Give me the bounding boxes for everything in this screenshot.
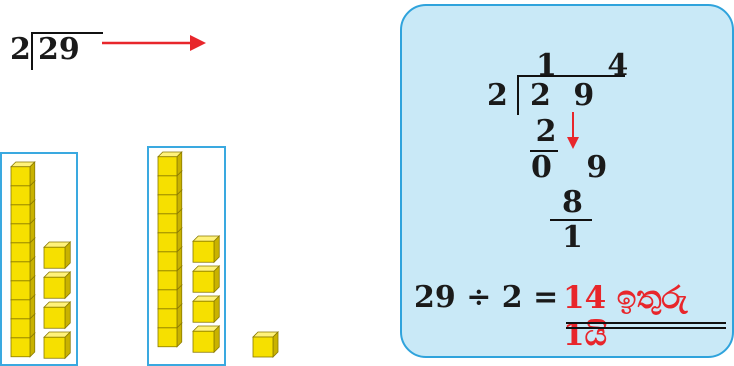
leftover-unit-cube (252, 331, 279, 358)
subtract-1: 2 (535, 114, 557, 149)
subtract-1-line (530, 150, 558, 152)
long-division-panel (400, 4, 734, 358)
equation-left: 29 ÷ 2 = (414, 280, 559, 315)
subtract-2: 8 (562, 185, 583, 220)
remainder-2: 1 (562, 220, 583, 255)
division-bracket (31, 32, 103, 70)
answer-underline-1 (566, 322, 726, 324)
panel-dividend: 2 9 (530, 78, 601, 113)
unit-cube (192, 295, 221, 324)
base-ten-blocks-group-2 (157, 151, 221, 354)
unit-cube (43, 331, 72, 360)
unit-cube (192, 265, 221, 294)
quotient: 1 4 (536, 48, 649, 83)
remainder-1: 0 9 (531, 150, 620, 185)
ten-rod-cube (10, 161, 36, 187)
problem-divisor: 2 (10, 32, 31, 67)
unit-cube (192, 235, 221, 264)
unit-cube (192, 325, 221, 354)
division-bar (517, 75, 625, 77)
answer-underline-2 (566, 327, 726, 329)
panel-divisor: 2 (487, 78, 508, 113)
leftover-unit-cube (252, 331, 279, 358)
base-ten-blocks-group-1 (10, 161, 72, 360)
unit-cube (43, 271, 72, 300)
right-arrow-icon (102, 35, 206, 51)
unit-cube (43, 301, 72, 330)
equation-answer: 14 ඉතුරු 1යි (563, 280, 688, 353)
block-group-2 (147, 146, 226, 366)
subtract-2-line (550, 219, 592, 221)
division-bracket-panel (517, 75, 519, 115)
down-arrow-icon (567, 112, 579, 149)
ten-rod-cube (157, 151, 183, 177)
unit-cube (43, 241, 72, 270)
problem-dividend: 29 (38, 32, 80, 67)
block-group-1 (0, 152, 78, 366)
